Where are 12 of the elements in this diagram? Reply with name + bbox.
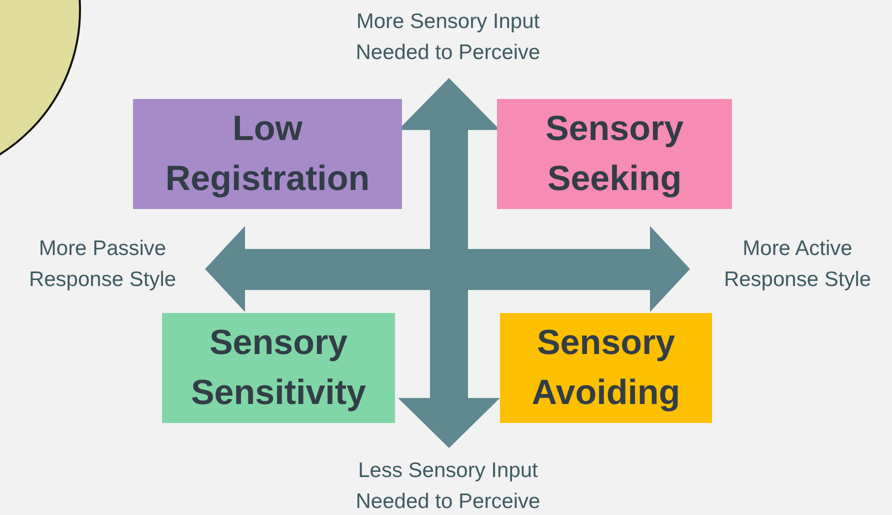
quadrant-box — [133, 99, 402, 209]
quadrant-title: Sensory Avoiding — [530, 322, 682, 414]
axis-label: Less Sensory Input Needed to Perceive — [354, 458, 542, 515]
quadrant-title: Sensory Seeking — [544, 108, 685, 200]
quadrant-title: Low Registration — [164, 108, 371, 200]
axis-label: More Active Response Style — [722, 236, 872, 293]
quadrant-box — [497, 99, 732, 209]
axis-label: More Sensory Input Needed to Perceive — [354, 9, 542, 66]
quadrant-box — [162, 313, 395, 423]
quadrant-box — [500, 313, 712, 423]
quadrant-title: Sensory Sensitivity — [190, 322, 368, 414]
axis-label: More Passive Response Style — [28, 236, 178, 293]
